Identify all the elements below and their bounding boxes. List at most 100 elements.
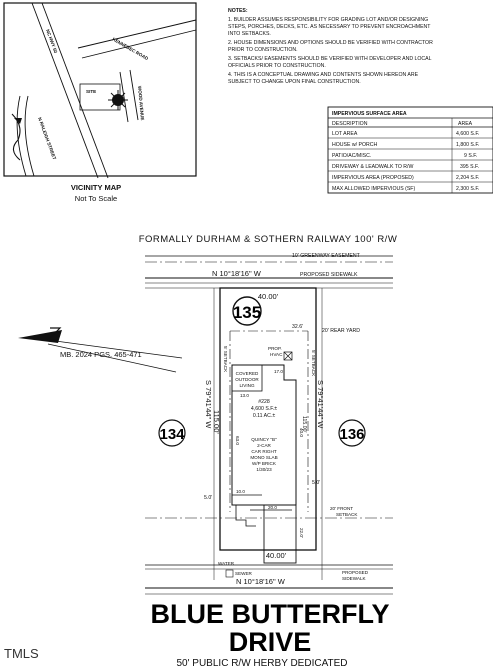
table-cell: 2,204 S.F. [456,175,479,181]
lot-134-circle [158,419,186,447]
notes-heading: NOTES: [228,8,248,14]
lot-info: 0.11 AC.± [253,413,276,419]
house-info: CAR RIGHT [251,449,276,454]
table-cell: HOUSE w/ PORCH [332,142,378,148]
dim-22: 22.0' [299,528,304,538]
note-line: SUBJECT TO CHANGE UPON FINAL CONSTRUCTIO… [228,79,361,85]
bottom-sidewalk-label: PROPOSED [342,570,369,575]
vicinity-map-subtitle: Not To Scale [75,194,117,203]
note-line: INTO SETBACKS. [228,31,271,37]
bottom-sidewalk-label: SIDEWALK [342,576,367,581]
vicinity-map-frame [3,2,197,177]
left-5-dim: 5.0' [204,495,212,501]
driveway [263,504,297,564]
dim-17: 17.0 [274,369,283,374]
impervious-table: IMPERVIOUS SURFACE AREA DESCRIPTION AREA… [327,106,493,194]
greenway-easement-label: 10' GREENWAY EASEMENT [292,253,361,259]
street-name-line2: DRIVE [229,627,312,657]
street-name-line1: BLUE BUTTERFLY [150,599,389,629]
lot-136-circle [338,419,366,447]
north-arrow-icon [18,327,183,373]
bottom-bearing: N 10°18'16" W [236,577,286,586]
front-setback-label: 20' FRONT [330,506,353,511]
note-line: 1. BUILDER ASSUMES RESPONSIBILITY FOR GR… [228,17,428,23]
right-bearing: S 79°41'44" W [316,380,325,429]
table-cell: PATIO/AC/MISC. [332,153,371,159]
site-star-icon [108,90,128,110]
right-length: 115.00' [301,416,307,432]
site-plan: FORMALLY DURHAM & SOTHERN RAILWAY 100' R… [18,234,398,595]
left-bearing: S 79°41'44" W [204,380,213,429]
house-info: MONO SLAB [250,455,277,460]
left-length: 115.00' [212,410,221,434]
dim-10: 10.0 [236,489,245,494]
impervious-table-title: IMPERVIOUS SURFACE AREA [332,111,407,117]
site-label: SITE [86,89,96,94]
table-header-description: DESCRIPTION [332,121,368,127]
right-5-dim: 5.0' [312,480,320,486]
lot-136-number: 136 [339,426,364,443]
notes: NOTES: 1. BUILDER ASSUMES RESPONSIBILITY… [228,8,433,85]
lot-boundary [219,287,317,551]
railway-label: FORMALLY DURHAM & SOTHERN RAILWAY 100' R… [139,234,398,245]
top-width-dim: 40.00' [258,292,279,301]
note-line: 4. THIS IS A CONCEPTUAL DRAWING AND CONT… [228,72,419,78]
house-info: W/P BRICK [252,461,277,466]
table-header-area: AREA [458,121,473,127]
note-line: 3. SETBACKS/ EASEMENTS SHOULD BE VERIFIE… [228,56,432,62]
lot-134-number: 134 [159,426,185,443]
plat-reference: MB. 2024 PGS. 465-471 [60,350,142,359]
dim-13: 13.0 [240,393,249,398]
rear-yard-label: 20' REAR YARD [322,328,360,334]
left-setback-label: 5' SETBACK [223,346,228,373]
sewer-cleanout-icon [225,569,234,578]
water-label: WATER [218,561,235,566]
house-dim-left: 63.0 [235,436,240,445]
table-cell: 1,800 S.F. [456,142,479,148]
lot-number-circle [232,296,262,326]
house-dim-right: 40.0 [299,428,304,437]
table-cell: IMPERVIOUS AREA (PROPOSED) [332,175,414,181]
table-cell: 2,300 S.F. [456,186,479,192]
note-line: PRIOR TO CONSTRUCTION. [228,47,298,53]
covered-outdoor-living [231,364,263,392]
table-cell: MAX ALLOWED IMPERVIOUS (SF) [332,186,415,192]
dim-20: 20.0 [268,505,277,510]
hvac-box [283,351,293,361]
leadwalk [235,505,256,527]
hvac-label: HVAC [270,352,283,357]
rear-dim: 32.6' [292,324,303,330]
north-arrow-small-icon [11,113,22,161]
house-footprint [231,364,297,506]
house-info: 1/30/23 [256,467,272,472]
lot-info: 4,600 S.F.± [251,406,277,412]
outdoor-label: LIVING [239,383,254,388]
street-row-label: 50' PUBLIC R/W HERBY DEDICATED [176,658,347,669]
lot-number: 135 [233,303,261,322]
table-cell: LOT AREA [332,131,358,137]
sewer-label: SEWER [235,571,253,576]
house-info: QUINCY "B" [251,437,277,442]
table-cell: 4,600 S.F. [456,131,479,137]
outdoor-label: COVERED [236,371,259,376]
top-sidewalk-label: PROPOSED SIDEWALK [300,272,358,278]
note-line: 2. HOUSE DIMENSIONS AND OPTIONS SHOULD B… [228,40,433,46]
house-info: 2-CAR [257,443,271,448]
lot-info: #228 [258,399,270,405]
top-bearing: N 10°18'16" W [212,269,262,278]
note-line: STEPS, PORCHES, DECKS, ETC. AS NECESSARY… [228,24,431,30]
note-line: OFFICIALS PRIOR TO CONSTRUCTION. [228,63,326,69]
bottom-width-dim: 40.00' [266,551,287,560]
right-setback-label: 5' SETBACK [311,350,316,377]
vicinity-map-title: VICINITY MAP [71,183,121,192]
table-cell: 395 S.F. [460,164,479,170]
outdoor-label: OUTDOOR [235,377,259,382]
mls-watermark: TMLS [4,646,39,661]
road-label-raleigh: N RALEIGH STREET [37,117,57,161]
hvac-label: PROP. [268,346,282,351]
front-setback-label: SETBACK [336,512,358,517]
road-label-wood: WOOD AVENUE [137,86,145,121]
table-cell: DRIVEWAY & LEADWALK TO R/W [332,164,413,170]
table-cell: 9 S.F. [464,153,477,159]
